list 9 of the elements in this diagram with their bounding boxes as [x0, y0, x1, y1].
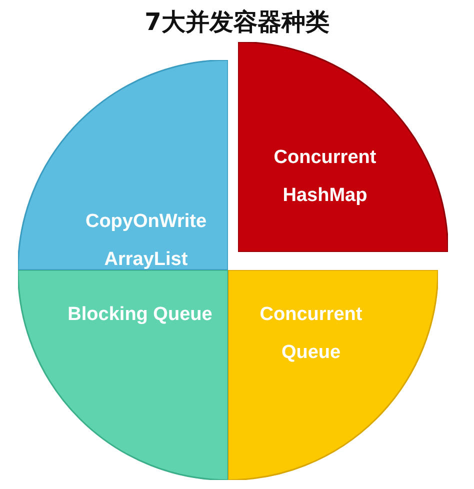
pie-slice — [18, 270, 228, 480]
pie-slice — [228, 270, 438, 480]
slice-label: Concurrent HashMap — [272, 146, 378, 208]
slice-label: CopyOnWrite ArrayList — [84, 210, 208, 272]
pie-slice — [238, 42, 448, 252]
pie-slice — [18, 60, 228, 270]
slice-label: Concurrent Queue — [258, 303, 364, 365]
title: 7大并发容器种类 — [144, 7, 330, 38]
slice-label: Blocking Queue — [66, 303, 214, 327]
